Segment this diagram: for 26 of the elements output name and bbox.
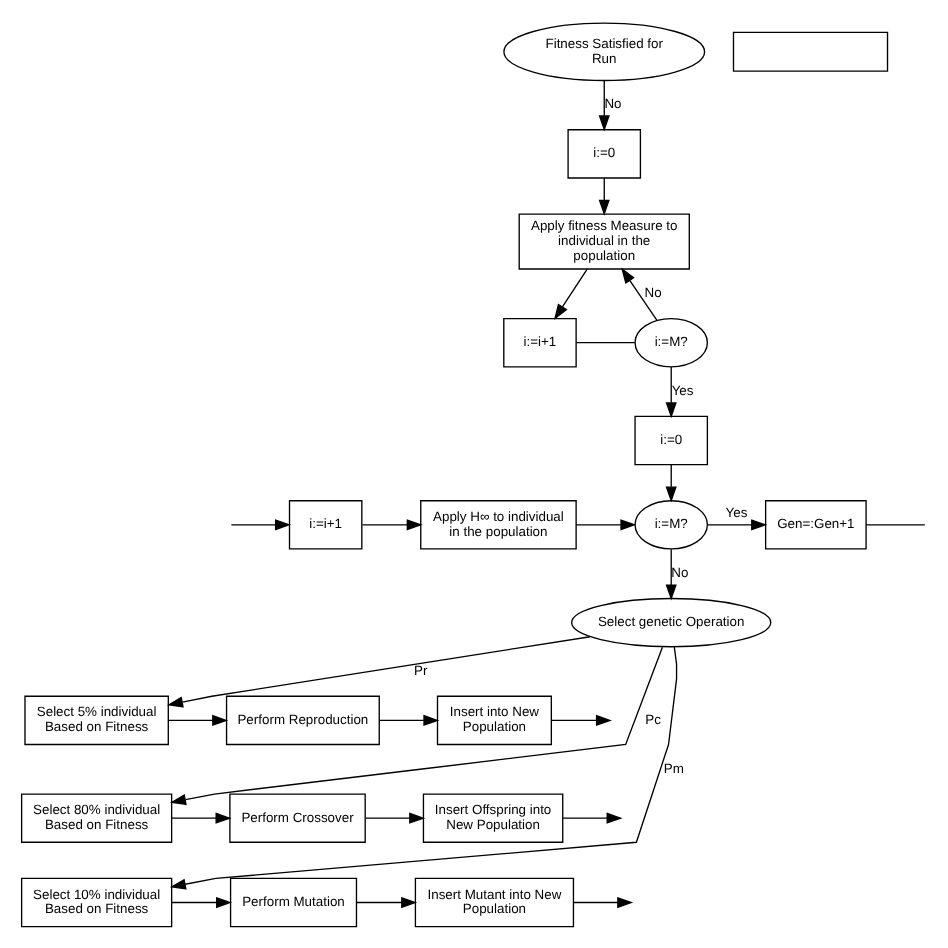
arrow [707,518,768,530]
node-box [732,30,889,71]
arrow [171,811,232,823]
arrow [621,266,658,320]
arrow [361,518,423,530]
arrow [575,518,637,530]
arrow [166,635,591,707]
arrow [598,176,610,215]
connector [865,523,926,525]
arrow [665,365,677,418]
arrow [230,518,292,530]
connector [575,341,636,343]
arrow [665,463,677,502]
arrow [598,78,610,131]
arrow [169,645,664,805]
arrow [553,267,588,319]
arrow [665,547,677,600]
arrow [364,811,426,823]
arrow [171,895,233,908]
arrow [167,713,229,725]
arrow [169,645,678,889]
arrow [562,811,623,823]
arrow [379,713,440,725]
arrow [355,895,418,908]
arrow [573,895,634,908]
arrow [551,713,612,725]
